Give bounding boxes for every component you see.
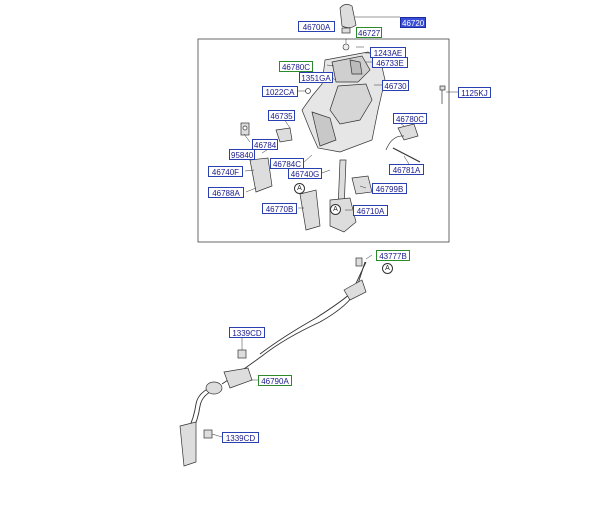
label-43777B[interactable]: 43777B [376, 250, 410, 261]
label-1351GA[interactable]: 1351GA [299, 72, 333, 83]
label-46740G[interactable]: 46740G [288, 168, 322, 179]
rod [392, 147, 421, 163]
assembly-frame [197, 38, 450, 243]
marker-a-1: A [294, 183, 305, 194]
label-46784[interactable]: 46784 [252, 139, 278, 150]
label-46780C-top[interactable]: 46780C [279, 61, 313, 72]
marker-a-2: A [330, 204, 341, 215]
label-46799B[interactable]: 46799B [372, 183, 407, 194]
label-1022CA[interactable]: 1022CA [262, 86, 298, 97]
shift-knob [339, 4, 357, 34]
label-1339CD-bottom[interactable]: 1339CD [222, 432, 259, 443]
label-46784C[interactable]: 46784C [270, 158, 304, 169]
bracket-right [385, 123, 419, 151]
label-46770B[interactable]: 46770B [262, 203, 297, 214]
cable-ends [179, 257, 367, 467]
label-46735[interactable]: 46735 [268, 110, 295, 121]
detent-parts [240, 88, 311, 193]
label-1125KJ[interactable]: 1125KJ [458, 87, 491, 98]
label-46710A[interactable]: 46710A [353, 205, 388, 216]
label-95840[interactable]: 95840 [229, 149, 255, 160]
washer [342, 43, 350, 51]
label-46727[interactable]: 46727 [356, 27, 382, 38]
label-1339CD-top[interactable]: 1339CD [229, 327, 265, 338]
label-46730[interactable]: 46730 [382, 80, 409, 91]
label-46788A[interactable]: 46788A [208, 187, 244, 198]
label-46720[interactable]: 46720 [400, 17, 426, 28]
shifter-housing [301, 51, 386, 153]
label-46781A[interactable]: 46781A [389, 164, 424, 175]
label-46733E[interactable]: 46733E [372, 57, 408, 68]
shift-cable [187, 261, 367, 433]
label-46740F[interactable]: 46740F [208, 166, 243, 177]
label-46790A[interactable]: 46790A [258, 375, 292, 386]
marker-a-3: A [382, 263, 393, 274]
bolt-right [439, 85, 446, 104]
label-46700A[interactable]: 46700A [298, 21, 335, 32]
label-46780C-right[interactable]: 46780C [393, 113, 427, 124]
